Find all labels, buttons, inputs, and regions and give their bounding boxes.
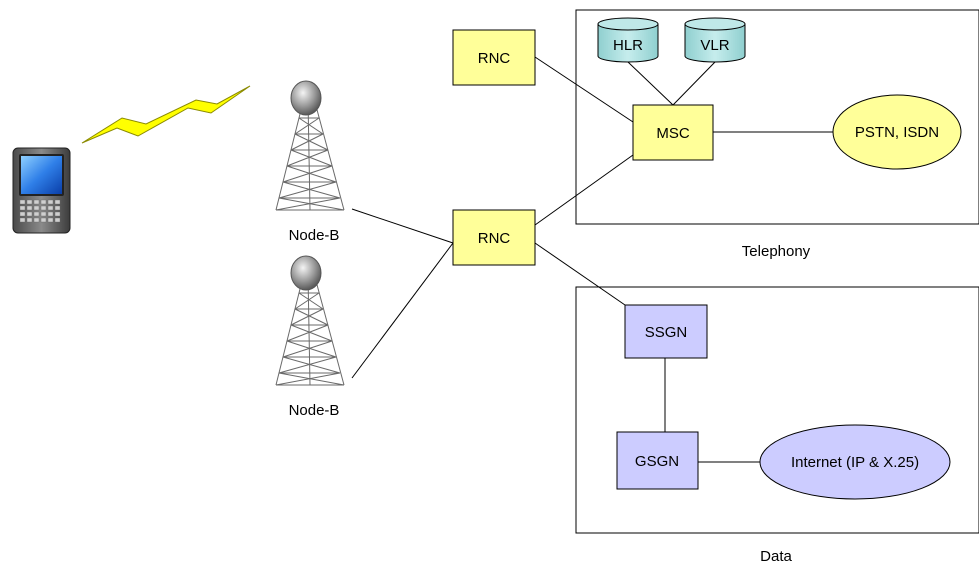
link-rnc-mid-msc xyxy=(534,154,634,226)
pstn-isdn-node: PSTN, ISDN xyxy=(832,94,962,170)
rnc-node-top: RNC xyxy=(452,29,536,86)
ssgn-label: SSGN xyxy=(645,324,688,341)
hlr-database-icon: HLR xyxy=(597,17,659,63)
link-nodeb-bottom-rnc xyxy=(351,242,454,379)
telephony-group-box xyxy=(575,9,979,225)
ssgn-node: SSGN xyxy=(624,304,708,359)
link-nodeb-top-rnc xyxy=(351,208,454,244)
rnc-middle-label: RNC xyxy=(478,230,511,247)
gsgn-label: GSGN xyxy=(635,453,679,470)
telephony-group-label: Telephony xyxy=(742,243,811,260)
link-rnc-mid-ssgn xyxy=(534,242,626,306)
link-vlr-msc xyxy=(672,61,716,106)
mobile-phone-icon xyxy=(12,147,71,234)
node-b-tower-icon-bottom xyxy=(275,255,345,386)
msc-label: MSC xyxy=(656,125,690,142)
node-b-tower-icon-top xyxy=(275,80,345,211)
data-group-box xyxy=(575,286,979,534)
pstn-label: PSTN, ISDN xyxy=(855,124,939,141)
rnc-node-middle: RNC xyxy=(452,209,536,266)
connections xyxy=(351,56,833,463)
vlr-label: VLR xyxy=(700,37,729,54)
link-hlr-msc xyxy=(627,61,674,106)
data-group-label: Data xyxy=(760,548,792,565)
node-b-label-bottom: Node-B xyxy=(289,402,340,419)
rnc-top-label: RNC xyxy=(478,50,511,67)
gsgn-node: GSGN xyxy=(616,431,699,490)
node-b-label-top: Node-B xyxy=(289,227,340,244)
lightning-bolt-icon xyxy=(81,85,251,144)
internet-node: Internet (IP & X.25) xyxy=(759,424,951,500)
hlr-label: HLR xyxy=(613,37,643,54)
vlr-database-icon: VLR xyxy=(684,17,746,63)
msc-node: MSC xyxy=(632,104,714,161)
internet-label: Internet (IP & X.25) xyxy=(791,454,919,471)
link-rnc-top-msc xyxy=(534,56,634,123)
